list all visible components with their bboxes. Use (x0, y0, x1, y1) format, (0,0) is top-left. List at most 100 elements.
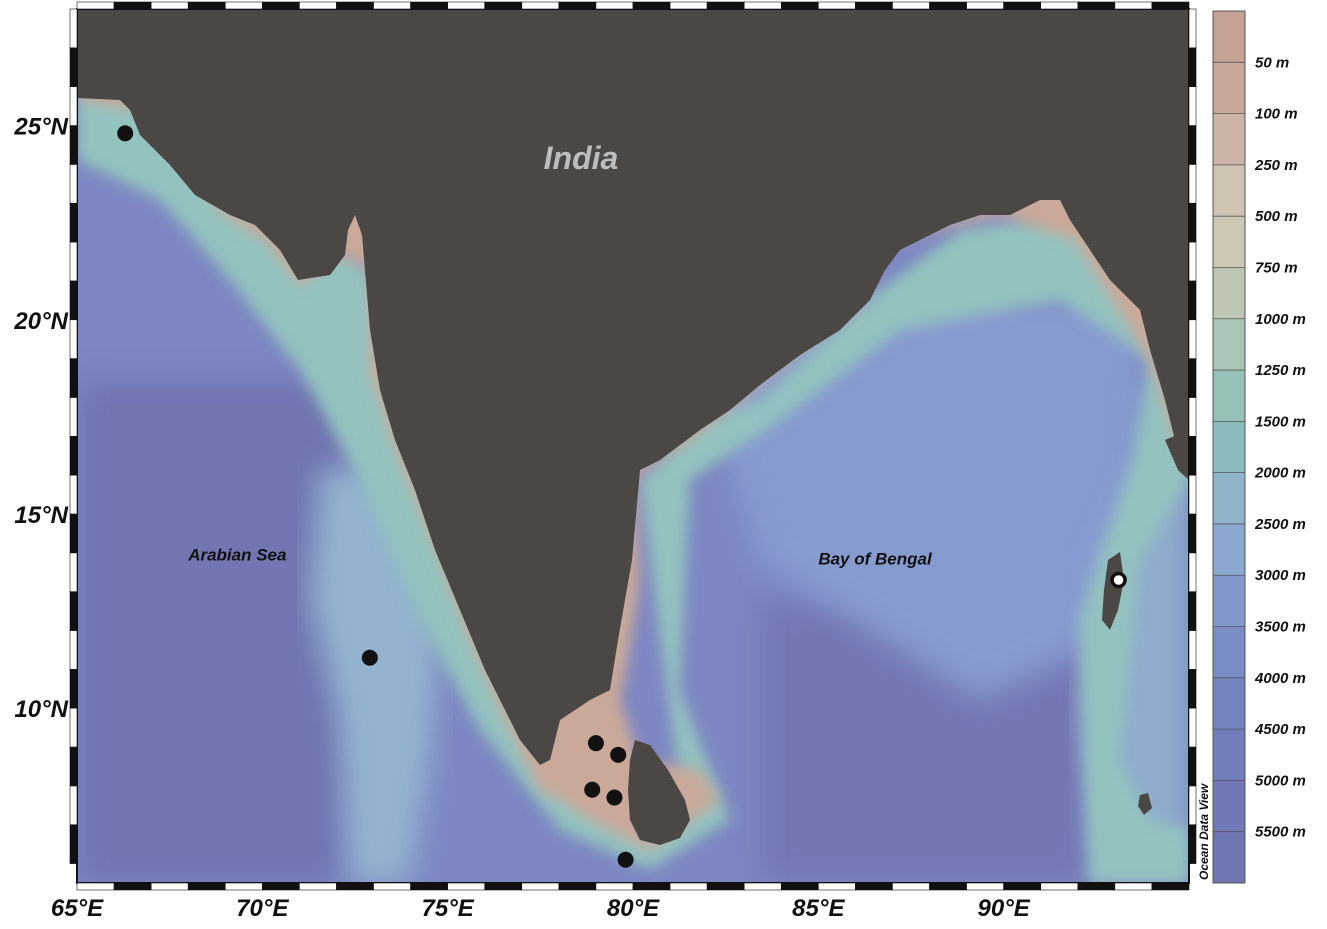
frame-tick-top (484, 1, 523, 10)
ocean-data-view-credit: Ocean Data View (1197, 783, 1211, 880)
frame-tick-bottom (521, 882, 560, 891)
frame-tick-top (818, 1, 856, 10)
country-label: India (544, 140, 619, 176)
frame-tick-top (521, 1, 560, 10)
longitude-label: 70°E (236, 895, 289, 922)
legend-label: 500 m (1255, 208, 1298, 225)
frame-tick-right (1188, 746, 1197, 787)
legend-label: 2000 m (1254, 465, 1306, 482)
frame-tick-top (447, 1, 486, 10)
legend-label: 3500 m (1255, 619, 1306, 636)
legend-swatch (1213, 62, 1245, 114)
legend-swatch (1213, 729, 1245, 781)
frame-tick-top (299, 1, 337, 10)
frame-tick-bottom (743, 882, 782, 891)
legend-swatch (1213, 164, 1245, 217)
sri-lanka (628, 740, 690, 845)
frame-tick-left (69, 125, 78, 165)
frame-tick-left (69, 164, 78, 204)
frame-tick-bottom (187, 882, 226, 891)
longitude-label: 75°E (422, 895, 475, 922)
frame-tick-top (1151, 1, 1190, 10)
frame-tick-top (929, 1, 967, 10)
legend-label: 50 m (1255, 54, 1289, 71)
legend-swatch (1213, 11, 1245, 63)
latitude-label: 10°N (14, 696, 68, 723)
frame-tick-bottom (484, 882, 523, 891)
frame-tick-bottom (1114, 882, 1153, 891)
station-marker (617, 851, 634, 868)
frame-tick-bottom (558, 882, 597, 891)
frame-tick-bottom (224, 882, 263, 891)
frame-tick-left (69, 474, 78, 515)
frame-tick-right (1188, 630, 1197, 670)
frame-tick-right (1188, 435, 1197, 476)
frame-tick-left (69, 746, 78, 787)
station-marker (584, 781, 601, 798)
legend-label: 3000 m (1255, 567, 1306, 584)
legend-label: 5500 m (1255, 824, 1306, 841)
legend-label: 1250 m (1255, 362, 1306, 379)
frame-tick-bottom (1077, 882, 1116, 891)
frame-tick-bottom (818, 882, 856, 891)
frame-tick-right (1188, 707, 1197, 748)
frame-tick-right (1188, 591, 1197, 631)
frame-tick-bottom (76, 882, 115, 891)
frame-tick-bottom (410, 882, 448, 891)
frame-tick-top (150, 1, 189, 10)
frame-tick-right (1188, 8, 1197, 49)
frame-tick-bottom (780, 882, 819, 891)
legend-swatch (1213, 472, 1245, 524)
legend-border (1212, 10, 1246, 884)
frame-tick-right (1188, 202, 1197, 243)
frame-tick-left (69, 591, 78, 631)
frame-tick-bottom (1151, 882, 1190, 891)
frame-tick-left (69, 785, 78, 826)
frame-tick-right (1188, 552, 1197, 592)
frame-tick-left (69, 669, 78, 709)
frame-tick-top (1003, 1, 1042, 10)
frame-tick-top (1114, 1, 1153, 10)
frame-tick-right (1188, 125, 1197, 165)
legend-label: 4000 m (1254, 670, 1306, 687)
continental-shelf (77, 85, 1189, 883)
station-markers (117, 125, 1127, 868)
station-marker (610, 746, 627, 763)
frame-tick-right (1188, 241, 1197, 282)
frame-tick-right (1188, 397, 1197, 437)
frame-tick-top (1040, 1, 1079, 10)
frame-tick-left (69, 241, 78, 282)
frame-tick-top (966, 1, 1004, 10)
legend-swatch (1213, 113, 1245, 165)
region-label: Bay of Bengal (818, 549, 933, 568)
frame-tick-left (69, 319, 78, 359)
frame-tick-bottom (892, 882, 930, 891)
frame-tick-right (1188, 358, 1197, 398)
legend-swatch (1213, 626, 1245, 678)
latitude-label: 25°N (13, 114, 68, 141)
latitude-labels: 25°N20°N15°N10°N (13, 114, 68, 724)
frame-tick-top (373, 1, 411, 10)
frame-tick-bottom (113, 882, 152, 891)
frame-tick-top (113, 1, 152, 10)
legend-swatch (1213, 370, 1245, 422)
longitude-label: 85°E (792, 895, 845, 922)
frame-tick-top (855, 1, 893, 10)
frame-tick-top (1077, 1, 1116, 10)
frame-tick-left (69, 435, 78, 476)
frame-tick-bottom (632, 882, 671, 891)
frame-tick-left (69, 8, 78, 49)
frame-tick-left (69, 86, 78, 126)
frame-tick-right (1188, 164, 1197, 204)
frame-tick-right (1188, 785, 1197, 826)
frame-tick-bottom (447, 882, 486, 891)
frame-tick-top (224, 1, 263, 10)
frame-tick-top (336, 1, 374, 10)
frame-tick-left (69, 552, 78, 592)
frame-tick-left (69, 358, 78, 398)
